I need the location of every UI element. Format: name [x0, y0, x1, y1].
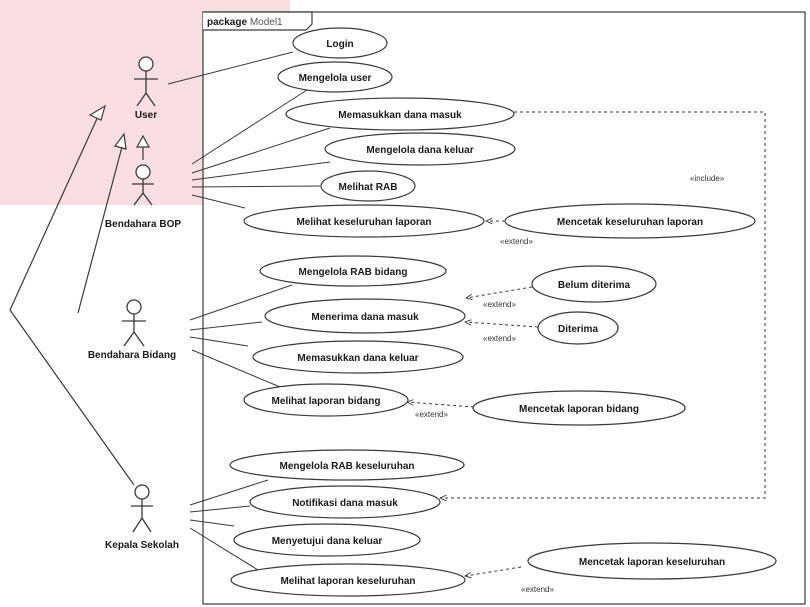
- use-case-belum-diterima-label: Belum diterima: [558, 280, 631, 291]
- use-case-mengelola-rab-bidang-label: Mengelola RAB bidang: [299, 267, 408, 278]
- package-label: package Model1: [207, 17, 283, 28]
- use-case-mengelola-user[interactable]: Mengelola user: [277, 61, 393, 93]
- use-case-diterima[interactable]: Diterima: [537, 311, 619, 345]
- stereotype-include: «include»: [690, 174, 725, 183]
- use-case-menyetujui-dana-keluar-label: Menyetujui dana keluar: [272, 536, 383, 547]
- actor-bendahara-bidang-label: Bendahara Bidang: [88, 350, 176, 361]
- use-case-notifikasi-dana-masuk-label: Notifikasi dana masuk: [292, 498, 398, 509]
- actor-bendahara-bop-label: Bendahara BOP: [105, 219, 181, 230]
- use-case-mencetak-laporan-keseluruhan[interactable]: Mencetak laporan keseluruhan: [527, 542, 777, 580]
- actor-user-label: User: [135, 110, 157, 121]
- use-case-belum-diterima[interactable]: Belum diterima: [531, 265, 657, 303]
- use-case-login-label: Login: [326, 39, 353, 50]
- dependency-lines: [407, 111, 766, 576]
- generalization-lines: [9, 104, 151, 486]
- use-case-diterima-label: Diterima: [558, 324, 598, 335]
- stereotype-extend-5: «extend»: [521, 585, 554, 594]
- use-case-melihat-rab[interactable]: Melihat RAB: [320, 170, 416, 202]
- use-case-memasukkan-dana-masuk-label: Memasukkan dana masuk: [338, 110, 462, 121]
- association-lines: [167, 51, 331, 571]
- use-case-melihat-laporan-keseluruhan[interactable]: Melihat laporan keseluruhan: [230, 563, 466, 597]
- use-case-menyetujui-dana-keluar[interactable]: Menyetujui dana keluar: [233, 523, 421, 557]
- use-case-menerima-dana-masuk-label: Menerima dana masuk: [311, 312, 419, 323]
- use-case-memasukkan-dana-keluar-label: Memasukkan dana keluar: [297, 353, 418, 364]
- use-case-melihat-laporan-bidang[interactable]: Melihat laporan bidang: [243, 383, 409, 417]
- actor-kepala-sekolah[interactable]: [131, 484, 153, 533]
- use-case-mencetak-laporan-bidang-label: Mencetak laporan bidang: [519, 404, 639, 415]
- use-case-mengelola-rab-bidang[interactable]: Mengelola RAB bidang: [259, 255, 447, 287]
- use-case-mengelola-dana-keluar[interactable]: Mengelola dana keluar: [324, 132, 516, 166]
- use-case-mencetak-laporan-keseluruhan-label: Mencetak laporan keseluruhan: [579, 557, 725, 568]
- stereotype-extend-4: «extend»: [415, 410, 448, 419]
- use-case-melihat-keseluruhan-laporan[interactable]: Melihat keseluruhan laporan: [243, 204, 485, 238]
- use-case-mengelola-user-label: Mengelola user: [299, 73, 372, 84]
- use-case-melihat-keseluruhan-laporan-label: Melihat keseluruhan laporan: [296, 217, 431, 228]
- use-case-melihat-laporan-bidang-label: Melihat laporan bidang: [272, 396, 381, 407]
- stereotype-extend-1: «extend»: [500, 237, 533, 246]
- use-case-notifikasi-dana-masuk[interactable]: Notifikasi dana masuk: [249, 485, 441, 519]
- use-case-memasukkan-dana-masuk[interactable]: Memasukkan dana masuk: [285, 97, 515, 131]
- use-case-menerima-dana-masuk[interactable]: Menerima dana masuk: [264, 298, 466, 334]
- use-case-melihat-laporan-keseluruhan-label: Melihat laporan keseluruhan: [280, 576, 415, 587]
- use-case-login[interactable]: Login: [292, 27, 388, 59]
- use-case-mengelola-rab-keseluruhan-label: Mengelola RAB keseluruhan: [279, 461, 414, 472]
- actor-bendahara-bop[interactable]: [132, 164, 154, 206]
- stereotype-extend-3: «extend»: [483, 334, 516, 343]
- use-case-mengelola-dana-keluar-label: Mengelola dana keluar: [366, 145, 473, 156]
- use-case-mencetak-laporan-bidang[interactable]: Mencetak laporan bidang: [472, 390, 686, 426]
- actor-kepala-sekolah-label: Kepala Sekolah: [105, 540, 179, 551]
- stereotype-extend-2: «extend»: [483, 300, 516, 309]
- use-case-mengelola-rab-keseluruhan[interactable]: Mengelola RAB keseluruhan: [229, 449, 465, 481]
- use-case-melihat-rab-label: Melihat RAB: [339, 182, 398, 193]
- actor-user[interactable]: [134, 56, 158, 107]
- use-case-mencetak-keseluruhan-laporan-label: Mencetak keseluruhan laporan: [557, 217, 703, 228]
- use-case-memasukkan-dana-keluar[interactable]: Memasukkan dana keluar: [252, 340, 464, 374]
- actor-bendahara-bidang[interactable]: [122, 299, 146, 347]
- background-mask: [0, 205, 200, 607]
- package-tab: [203, 11, 313, 31]
- use-case-mencetak-keseluruhan-laporan[interactable]: Mencetak keseluruhan laporan: [504, 203, 756, 239]
